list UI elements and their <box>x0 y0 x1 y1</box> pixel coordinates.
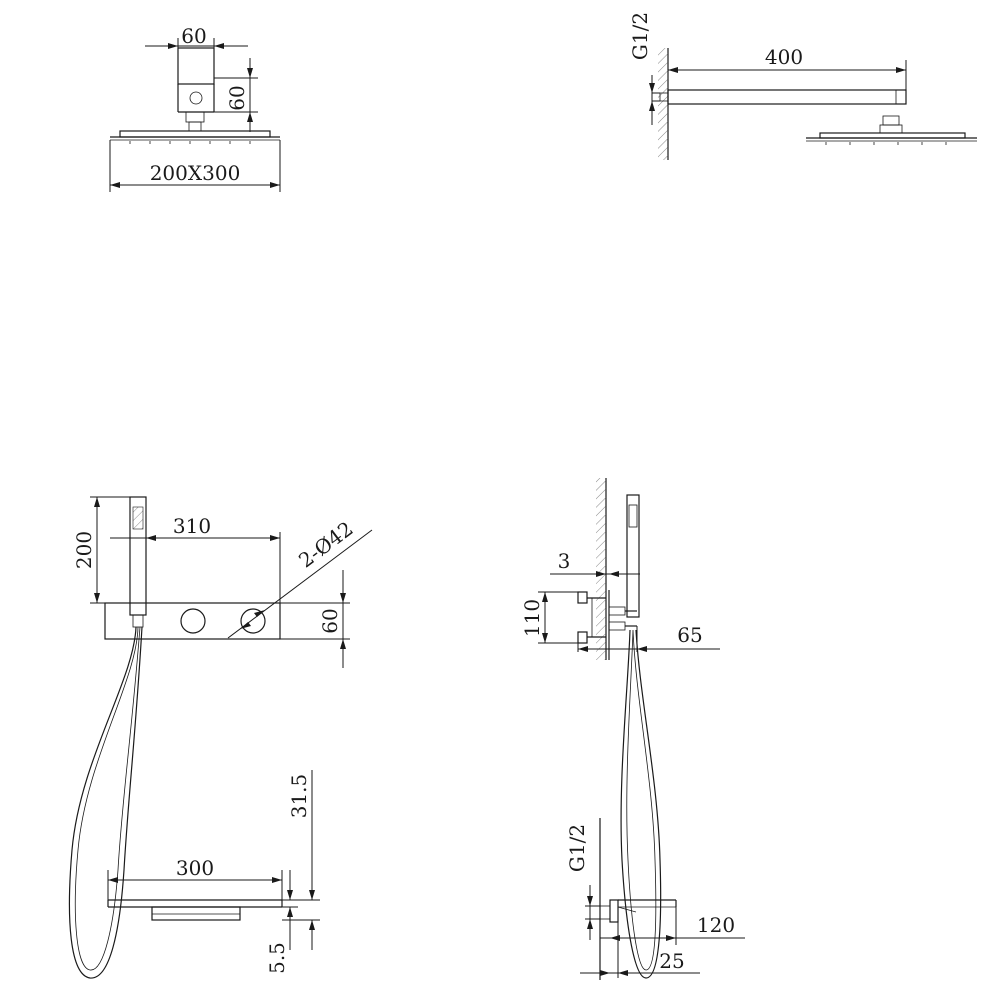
spout-projection-label: 120 <box>697 913 735 937</box>
overhead-side-view: 400 G1/2 <box>628 12 977 160</box>
overhead-height-label: 60 <box>225 85 249 110</box>
overhead-width-label: 60 <box>181 24 206 48</box>
knob-right[interactable] <box>240 608 266 634</box>
spout-offset-label: 25 <box>659 949 684 973</box>
mixer-side-view: 3 110 65 <box>520 478 720 979</box>
body-height-label: 110 <box>520 599 544 637</box>
arm-length-label: 400 <box>765 45 803 69</box>
mixer-height-label: 200 <box>72 531 96 569</box>
knob-left[interactable] <box>180 608 206 634</box>
overhead-front-view: 60 60 200X300 <box>109 24 281 192</box>
overhead-thread-label: G1/2 <box>628 12 652 60</box>
mixer-depth-label: 65 <box>677 623 702 647</box>
overhead-size-label: 200X300 <box>150 161 241 185</box>
spout-thread-label: G1/2 <box>565 824 589 872</box>
spout-width-label: 300 <box>176 856 214 880</box>
arm-square <box>177 47 215 85</box>
shower-arm <box>667 89 907 105</box>
mixer-front-view: 200 310 2-Ø42 60 <box>68 496 373 979</box>
spout-body <box>151 906 241 921</box>
hose-side <box>620 629 662 979</box>
spout-front-view: 300 31.5 5.5 <box>107 770 320 974</box>
shower-plate <box>119 130 271 138</box>
spout-bottom-label: 5.5 <box>265 942 289 974</box>
plate-thickness-label: 3 <box>558 549 571 573</box>
spout-side-view: G1/2 120 25 <box>565 818 745 980</box>
plate-height-label: 60 <box>318 608 342 633</box>
mixer-plate <box>104 602 281 640</box>
hose <box>68 626 143 979</box>
spout-top-label: 31.5 <box>287 774 311 819</box>
mixer-length-label: 310 <box>173 514 211 538</box>
hand-shower-side <box>626 494 640 618</box>
